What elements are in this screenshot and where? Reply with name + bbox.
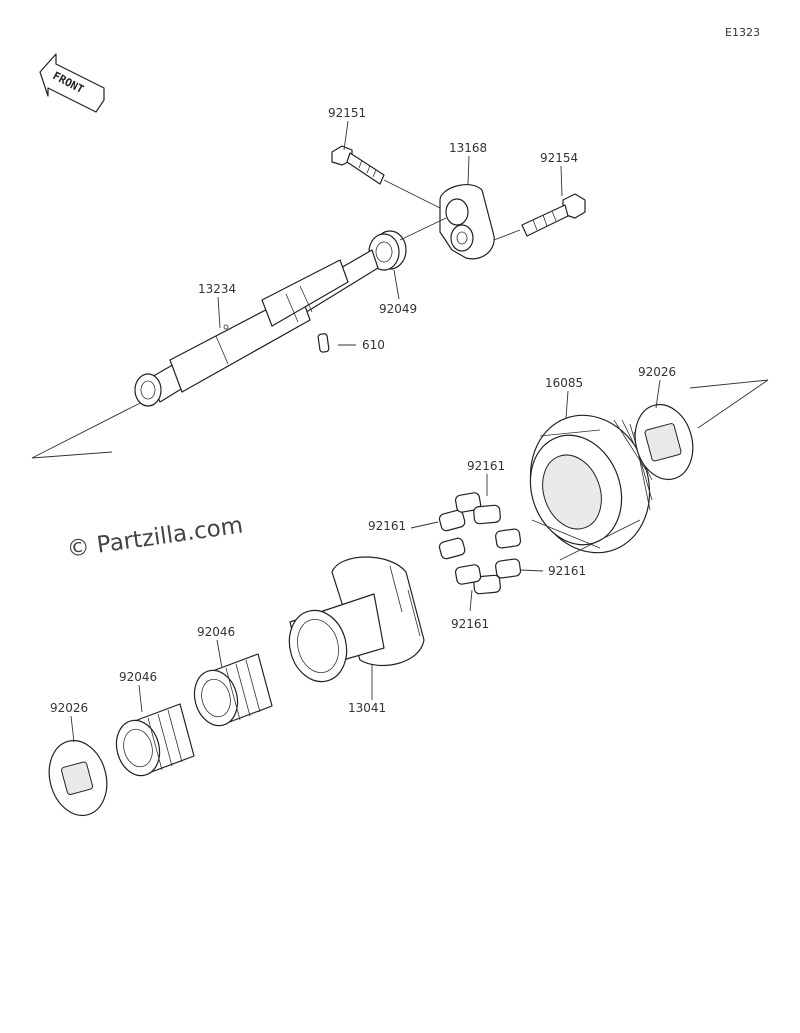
needle-bearing-92046-upper[interactable] xyxy=(188,653,273,730)
label-92026-right[interactable]: 92026 xyxy=(638,365,676,379)
hub-13041[interactable] xyxy=(282,556,425,688)
label-92161-left[interactable]: 92161 xyxy=(368,519,406,533)
label-13234[interactable]: 13234 xyxy=(198,282,236,296)
diagram-code: E1323 xyxy=(725,26,760,39)
needle-bearing-92046-lower[interactable] xyxy=(110,703,195,780)
damper-ring-92161[interactable] xyxy=(438,492,522,595)
label-92151[interactable]: 92151 xyxy=(328,106,366,120)
axis-line-upper xyxy=(31,397,151,459)
washer-92026-left[interactable] xyxy=(41,734,115,822)
label-16085[interactable]: 16085 xyxy=(545,376,583,390)
label-92161-right[interactable]: 92161 xyxy=(548,564,586,578)
label-13041[interactable]: 13041 xyxy=(348,701,386,715)
axis-line-right xyxy=(689,379,769,429)
label-92026-left[interactable]: 92026 xyxy=(50,701,88,715)
label-610[interactable]: 610 xyxy=(362,338,385,352)
pin-610[interactable] xyxy=(317,333,330,353)
label-92154[interactable]: 92154 xyxy=(540,151,578,165)
label-92046-upper[interactable]: 92046 xyxy=(197,625,235,639)
gear-16085[interactable] xyxy=(512,398,669,569)
watermark: © Partzilla.com xyxy=(65,512,244,562)
label-13168[interactable]: 13168 xyxy=(449,141,487,155)
shaft-13234[interactable] xyxy=(134,249,379,407)
arm-13168[interactable] xyxy=(439,184,495,260)
label-92161-top[interactable]: 92161 xyxy=(467,459,505,473)
bolt-92151[interactable] xyxy=(331,145,449,213)
bolt-92154[interactable] xyxy=(493,193,586,241)
washer-92026-right[interactable] xyxy=(627,398,701,486)
seal-92049[interactable] xyxy=(368,217,447,271)
front-arrow-icon: FRONT xyxy=(39,53,105,113)
label-92046-lower[interactable]: 92046 xyxy=(119,670,157,684)
label-92049[interactable]: 92049 xyxy=(379,302,417,316)
leader-lines xyxy=(70,120,661,743)
part-labels: 92151 13168 92154 92049 13234 610 16085 … xyxy=(50,106,676,715)
label-92161-bottom[interactable]: 92161 xyxy=(451,617,489,631)
